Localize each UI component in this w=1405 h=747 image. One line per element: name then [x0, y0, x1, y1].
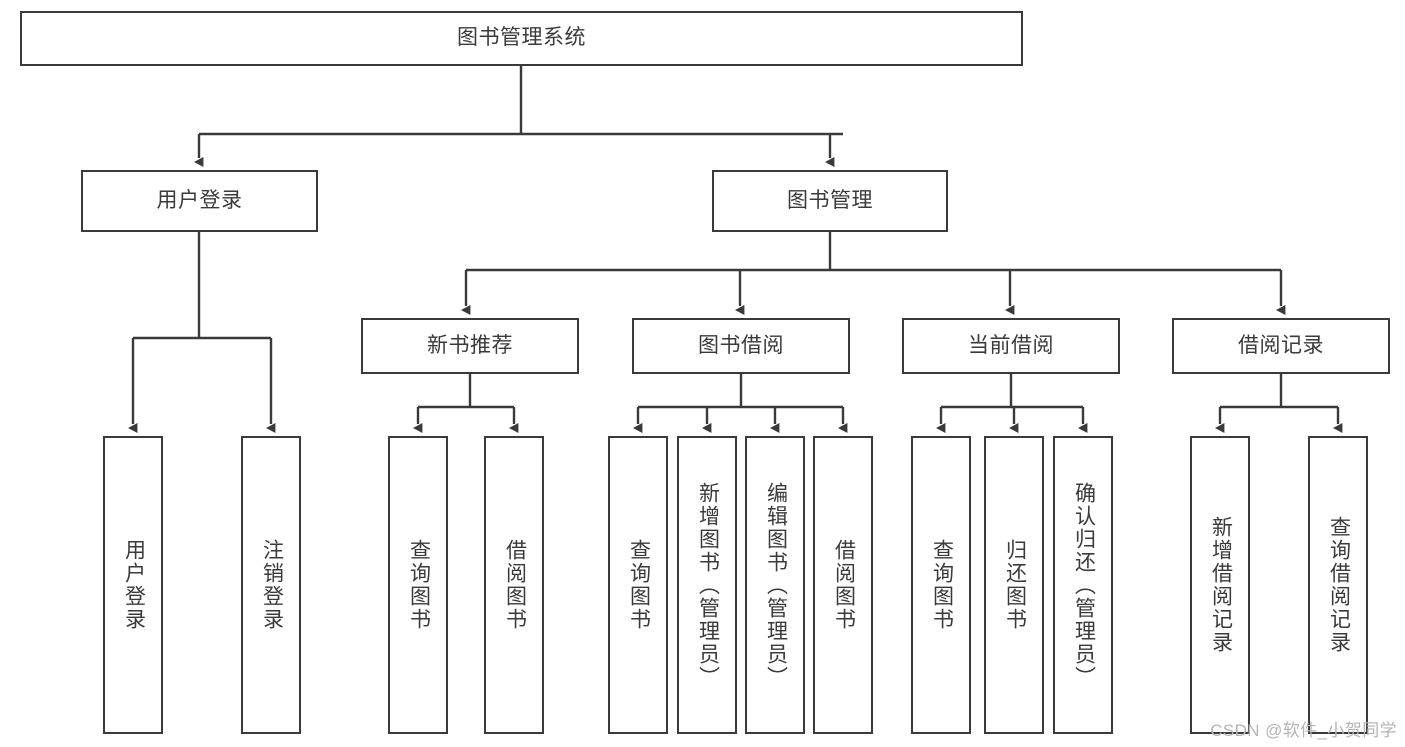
- node-leaf-edit-book[interactable]: 编辑图书（管理员）: [745, 436, 805, 734]
- node-leaf-logout[interactable]: 注销登录: [241, 436, 301, 734]
- node-leaf-add-record-label: 新增借阅记录: [1209, 516, 1233, 654]
- node-leaf-query-book-3-label: 查询图书: [930, 539, 954, 631]
- node-current-borrow[interactable]: 当前借阅: [902, 318, 1120, 374]
- watermark-text: CSDN @软件_小贺同学: [1210, 721, 1397, 740]
- node-leaf-user-login-label: 用户登录: [122, 539, 146, 631]
- node-leaf-add-record[interactable]: 新增借阅记录: [1190, 436, 1250, 734]
- node-current-borrow-label: 当前借阅: [968, 333, 1054, 357]
- node-borrow-record-label: 借阅记录: [1238, 333, 1324, 357]
- node-book-borrow[interactable]: 图书借阅: [632, 318, 850, 374]
- node-leaf-edit-book-label: 编辑图书（管理员）: [764, 481, 788, 689]
- node-leaf-borrow-book-2-label: 借阅图书: [832, 539, 856, 631]
- node-leaf-query-book-2[interactable]: 查询图书: [608, 436, 668, 734]
- node-book-borrow-label: 图书借阅: [698, 333, 784, 357]
- node-new-book-recommend-label: 新书推荐: [427, 333, 513, 357]
- node-leaf-query-record-label: 查询借阅记录: [1327, 516, 1351, 654]
- node-leaf-confirm-return[interactable]: 确认归还（管理员）: [1053, 436, 1113, 734]
- node-leaf-borrow-book-1-label: 借阅图书: [503, 539, 527, 631]
- node-leaf-query-record[interactable]: 查询借阅记录: [1308, 436, 1368, 734]
- node-book-manage[interactable]: 图书管理: [712, 170, 948, 232]
- node-borrow-record[interactable]: 借阅记录: [1172, 318, 1390, 374]
- node-leaf-return-book[interactable]: 归还图书: [984, 436, 1044, 734]
- node-leaf-query-book-2-label: 查询图书: [627, 539, 651, 631]
- node-leaf-query-book-3[interactable]: 查询图书: [911, 436, 971, 734]
- node-leaf-query-book-1[interactable]: 查询图书: [388, 436, 448, 734]
- node-leaf-logout-label: 注销登录: [260, 539, 284, 631]
- node-leaf-add-book[interactable]: 新增图书（管理员）: [677, 436, 737, 734]
- node-leaf-confirm-return-label: 确认归还（管理员）: [1072, 481, 1096, 689]
- node-book-manage-label: 图书管理: [787, 188, 873, 212]
- node-root-label: 图书管理系统: [457, 26, 586, 50]
- node-user-login[interactable]: 用户登录: [81, 170, 318, 232]
- node-leaf-add-book-label: 新增图书（管理员）: [696, 481, 720, 689]
- node-leaf-return-book-label: 归还图书: [1003, 539, 1027, 631]
- node-leaf-borrow-book-2[interactable]: 借阅图书: [813, 436, 873, 734]
- node-leaf-query-book-1-label: 查询图书: [407, 539, 431, 631]
- node-root[interactable]: 图书管理系统: [20, 11, 1023, 66]
- node-leaf-borrow-book-1[interactable]: 借阅图书: [484, 436, 544, 734]
- node-user-login-label: 用户登录: [156, 188, 243, 212]
- node-leaf-user-login[interactable]: 用户登录: [103, 436, 163, 734]
- node-new-book-recommend[interactable]: 新书推荐: [361, 318, 579, 374]
